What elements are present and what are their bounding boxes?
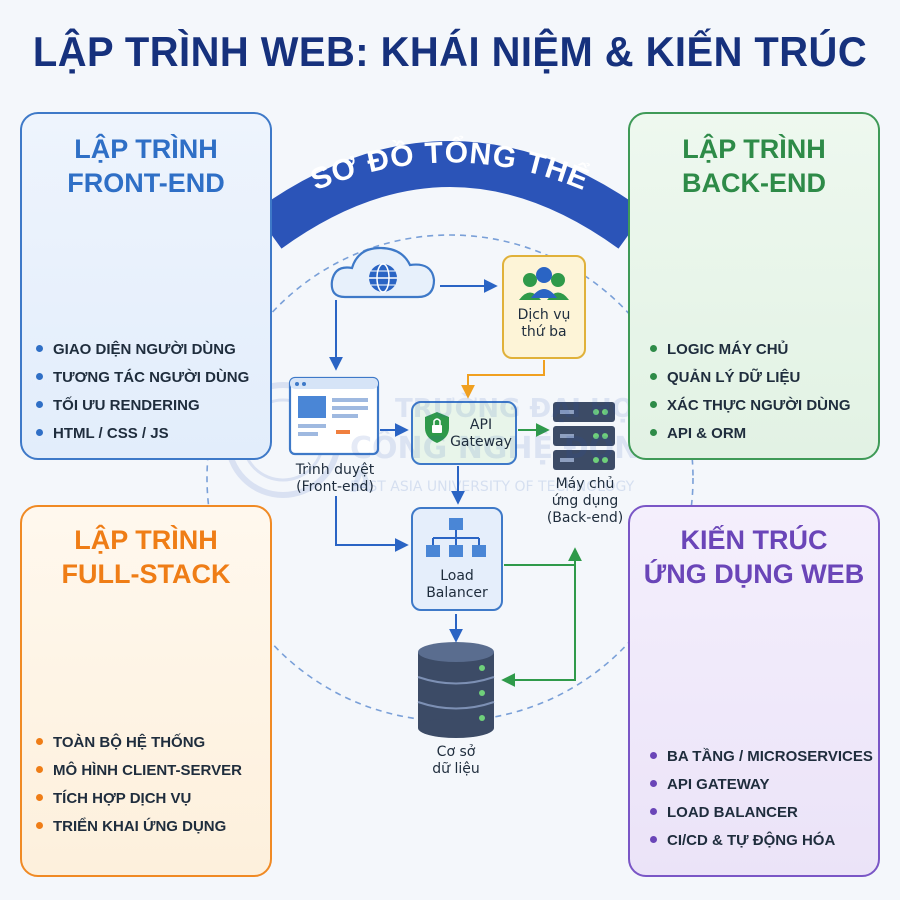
load-balancer-label: Load Balancer [426, 568, 488, 601]
frontend-list-item-label: TỐI ƯU RENDERING [53, 397, 200, 414]
banner-arc [254, 141, 646, 249]
frontend-list-item: GIAO DIỆN NGƯỜI DÙNG [36, 336, 249, 364]
bullet-icon [650, 344, 657, 352]
bullet-icon [650, 400, 657, 408]
watermark-text-3: EAST ASIA UNIVERSITY OF TECHNOLOGY [350, 479, 635, 495]
backend-list-item-label: XÁC THỰC NGƯỜI DÙNG [667, 397, 851, 414]
bullet-icon [36, 344, 43, 352]
third-party-icon [502, 255, 586, 359]
architecture-title: KIẾN TRÚC ỨNG DỤNG WEB [643, 525, 865, 589]
fullstack-list-item: TRIỂN KHAI ỨNG DỤNG [36, 813, 242, 841]
bullet-icon [650, 372, 657, 380]
fullstack-list: TOÀN BỘ HỆ THỐNG MÔ HÌNH CLIENT-SERVER TÍC… [36, 729, 242, 841]
frontend-list-item-label: HTML / CSS / JS [53, 425, 169, 442]
bullet-icon [36, 821, 43, 829]
bullet-icon [36, 737, 43, 745]
architecture-list-item: LOAD BALANCER [650, 799, 873, 827]
bullet-icon [650, 779, 657, 787]
architecture-list-item-label: BA TẦNG / MICROSERVICES [667, 748, 873, 765]
api-gateway-icon [411, 401, 517, 465]
bullet-icon [650, 835, 657, 843]
backend-list-item: LOGIC MÁY CHỦ [650, 336, 851, 364]
bullet-icon [36, 428, 43, 436]
bullet-icon [36, 372, 43, 380]
third-party-label: Dịch vụ thứ ba [517, 307, 571, 340]
fullstack-list-item-label: MÔ HÌNH CLIENT-SERVER [53, 762, 242, 779]
frontend-list-item-label: TƯƠNG TÁC NGƯỜI DÙNG [53, 369, 250, 386]
architecture-list: BA TẦNG / MICROSERVICES API GATEWAY LOAD B… [650, 743, 873, 855]
bullet-icon [650, 807, 657, 815]
architecture-list-item-label: API GATEWAY [667, 776, 770, 793]
watermark-text-2: CÔNG NGHỆ ĐÔNG Á [350, 431, 664, 500]
frontend-list-item: TỐI ƯU RENDERING [36, 392, 249, 420]
architecture-list-item: CI/CD & TỰ ĐỘNG HÓA [650, 827, 873, 855]
cloud-icon [330, 246, 436, 299]
bullet-icon [650, 428, 657, 436]
fullstack-list-item-label: TOÀN BỘ HỆ THỐNG [53, 734, 206, 751]
flow-arrows [329, 279, 582, 687]
fullstack-list-item: MÔ HÌNH CLIENT-SERVER [36, 757, 242, 785]
fullstack-list-item-label: TRIỂN KHAI ỨNG DỤNG [53, 818, 227, 835]
browser-label: Trình duyệt (Front-end) [295, 462, 375, 495]
backend-title: LẬP TRÌNH BACK-END [682, 134, 826, 198]
backend-list-item-label: API & ORM [667, 425, 747, 442]
architecture-list-item-label: LOAD BALANCER [667, 804, 798, 821]
card-frontend: LẬP TRÌNH FRONT-END GIAO DIỆN NGƯỜI DÙNG… [20, 112, 272, 460]
backend-list-item: API & ORM [650, 420, 851, 448]
fullstack-list-item: TÍCH HỢP DỊCH VỤ [36, 785, 242, 813]
architecture-list-item: BA TẦNG / MICROSERVICES [650, 743, 873, 771]
backend-list-item-label: LOGIC MÁY CHỦ [667, 341, 789, 358]
backend-list-item: XÁC THỰC NGƯỜI DÙNG [650, 392, 851, 420]
watermark-text-1: TRƯỜNG ĐẠI HỌC [395, 394, 653, 424]
page-title: LẬP TRÌNH WEB: KHÁI NIỆM & KIẾN TRÚC [32, 28, 868, 75]
frontend-list-item: TƯƠNG TÁC NGƯỜI DÙNG [36, 364, 249, 392]
browser-window-icon [288, 376, 380, 456]
card-backend: LẬP TRÌNH BACK-END LOGIC MÁY CHỦ QUẢN LÝ … [628, 112, 880, 460]
bullet-icon [36, 400, 43, 408]
database-label: Cơ sở dữ liệu [432, 744, 480, 777]
architecture-list-item: API GATEWAY [650, 771, 873, 799]
frontend-title: LẬP TRÌNH FRONT-END [67, 134, 225, 198]
backend-list-item: QUẢN LÝ DỮ LIỆU [650, 364, 851, 392]
orbit-circle [206, 234, 694, 722]
card-architecture: KIẾN TRÚC ỨNG DỤNG WEB BA TẦNG / MICROSE… [628, 505, 880, 877]
database-icon [417, 642, 495, 738]
frontend-list: GIAO DIỆN NGƯỜI DÙNG TƯƠNG TÁC NGƯỜI DÙNG… [36, 336, 249, 448]
bullet-icon [36, 793, 43, 801]
frontend-list-item: HTML / CSS / JS [36, 420, 249, 448]
app-server-icon [553, 402, 615, 470]
backend-list: LOGIC MÁY CHỦ QUẢN LÝ DỮ LIỆU XÁC THỰC NGƯ… [650, 336, 851, 448]
fullstack-list-item: TOÀN BỘ HỆ THỐNG [36, 729, 242, 757]
architecture-list-item-label: CI/CD & TỰ ĐỘNG HÓA [667, 832, 836, 849]
app-server-label: Máy chủ ứng dụng (Back-end) [546, 476, 624, 526]
load-balancer-icon [411, 507, 503, 611]
bullet-icon [36, 765, 43, 773]
card-fullstack: LẬP TRÌNH FULL-STACK TOÀN BỘ HỆ THỐNG MÔ … [20, 505, 272, 877]
backend-list-item-label: QUẢN LÝ DỮ LIỆU [667, 369, 801, 386]
api-gateway-label: API Gateway [450, 417, 512, 450]
fullstack-title: LẬP TRÌNH FULL-STACK [61, 525, 231, 589]
fullstack-list-item-label: TÍCH HỢP DỊCH VỤ [53, 790, 192, 807]
frontend-list-item-label: GIAO DIỆN NGƯỜI DÙNG [53, 341, 236, 358]
bullet-icon [650, 751, 657, 759]
